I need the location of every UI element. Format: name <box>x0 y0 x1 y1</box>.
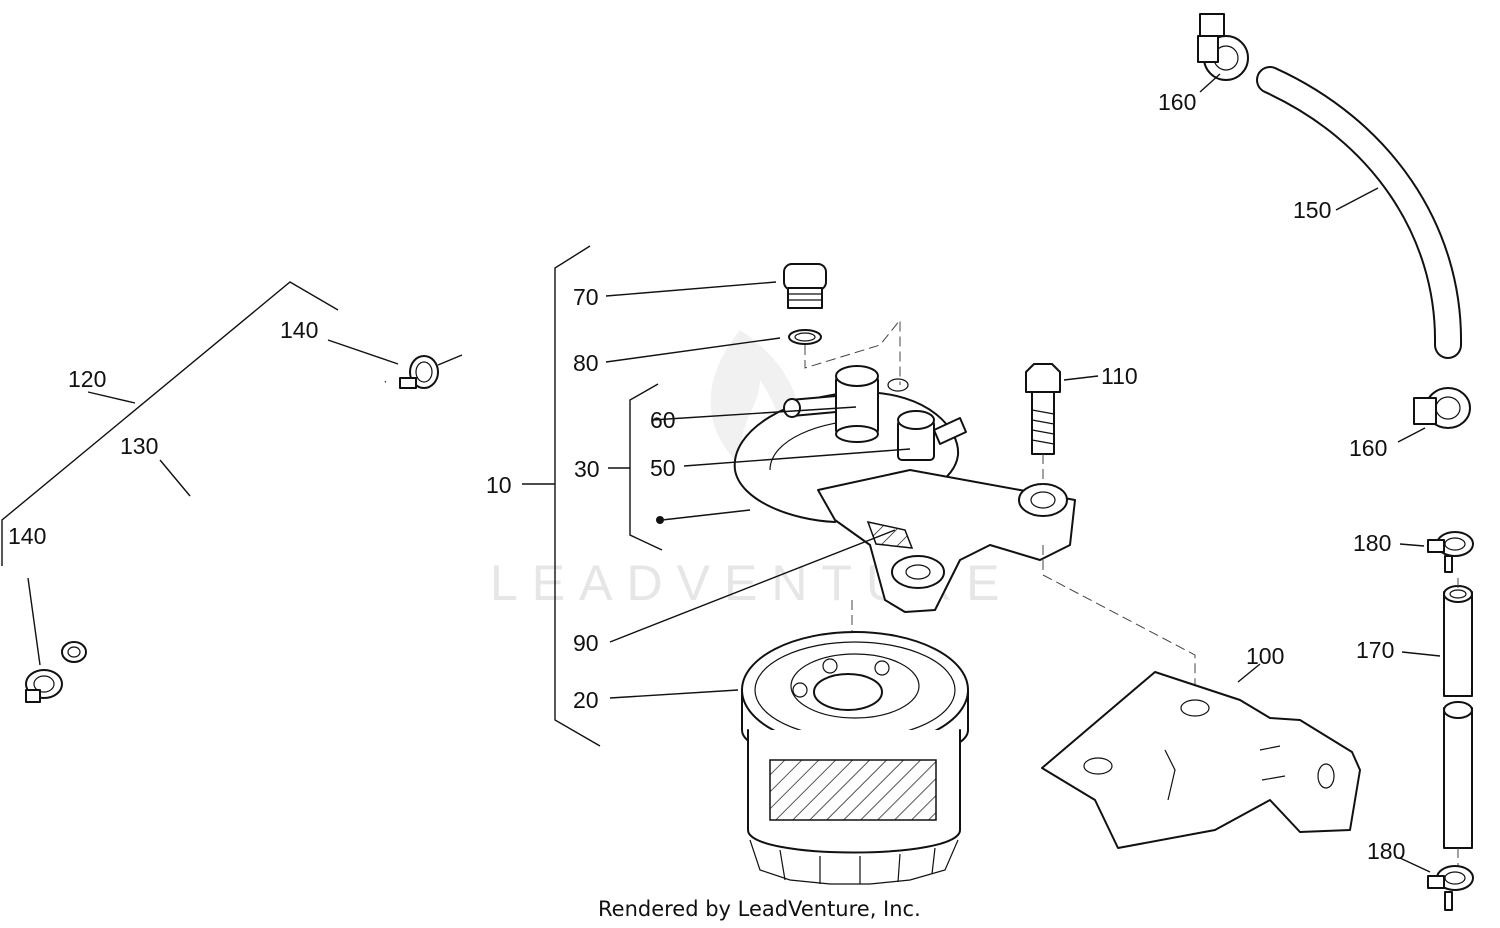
callout-60: 60 <box>650 407 676 433</box>
callout-30: 30 <box>574 456 600 482</box>
oring-80 <box>605 329 822 363</box>
watermark-logo <box>710 330 799 470</box>
callout-50: 50 <box>650 455 676 481</box>
mount-bracket-100 <box>1041 663 1361 849</box>
clamp-140-bottom <box>25 577 63 703</box>
callout-10: 10 <box>486 472 512 498</box>
clamp-180-top <box>1399 531 1474 573</box>
callout-160-top: 160 <box>1158 89 1196 115</box>
callout-180-top: 180 <box>1353 530 1391 556</box>
callout-130: 130 <box>120 433 158 459</box>
callout-150: 150 <box>1293 197 1331 223</box>
footer-credit: Rendered by LeadVenture, Inc. <box>598 897 921 921</box>
oil-filter-20 <box>609 631 969 885</box>
callout-20: 20 <box>573 687 599 713</box>
callout-80: 80 <box>573 350 599 376</box>
callout-140-top: 140 <box>280 317 318 343</box>
callout-90: 90 <box>573 630 599 656</box>
bolt-110 <box>1025 363 1099 455</box>
callout-180-bottom: 180 <box>1367 838 1405 864</box>
filter-head-30 <box>733 365 1076 613</box>
callout-110: 110 <box>1101 363 1138 389</box>
callout-170: 170 <box>1356 637 1394 663</box>
bracket-10 <box>554 245 601 747</box>
clamp-160-top <box>1197 13 1249 93</box>
hose-assembly-left <box>1 281 463 703</box>
callout-140-bottom: 140 <box>8 523 46 549</box>
hose-150 <box>1256 66 1463 359</box>
subpart-dot <box>656 516 664 524</box>
plug-70 <box>605 263 827 309</box>
clamp-180-bottom <box>1399 857 1474 911</box>
clamp-140-top <box>327 339 463 389</box>
callout-120: 120 <box>68 366 106 392</box>
hose-170 <box>1401 585 1473 849</box>
callout-160-bottom: 160 <box>1349 435 1387 461</box>
clamp-160-bottom <box>1397 387 1471 443</box>
callout-70: 70 <box>573 284 599 310</box>
callout-100: 100 <box>1246 643 1284 669</box>
